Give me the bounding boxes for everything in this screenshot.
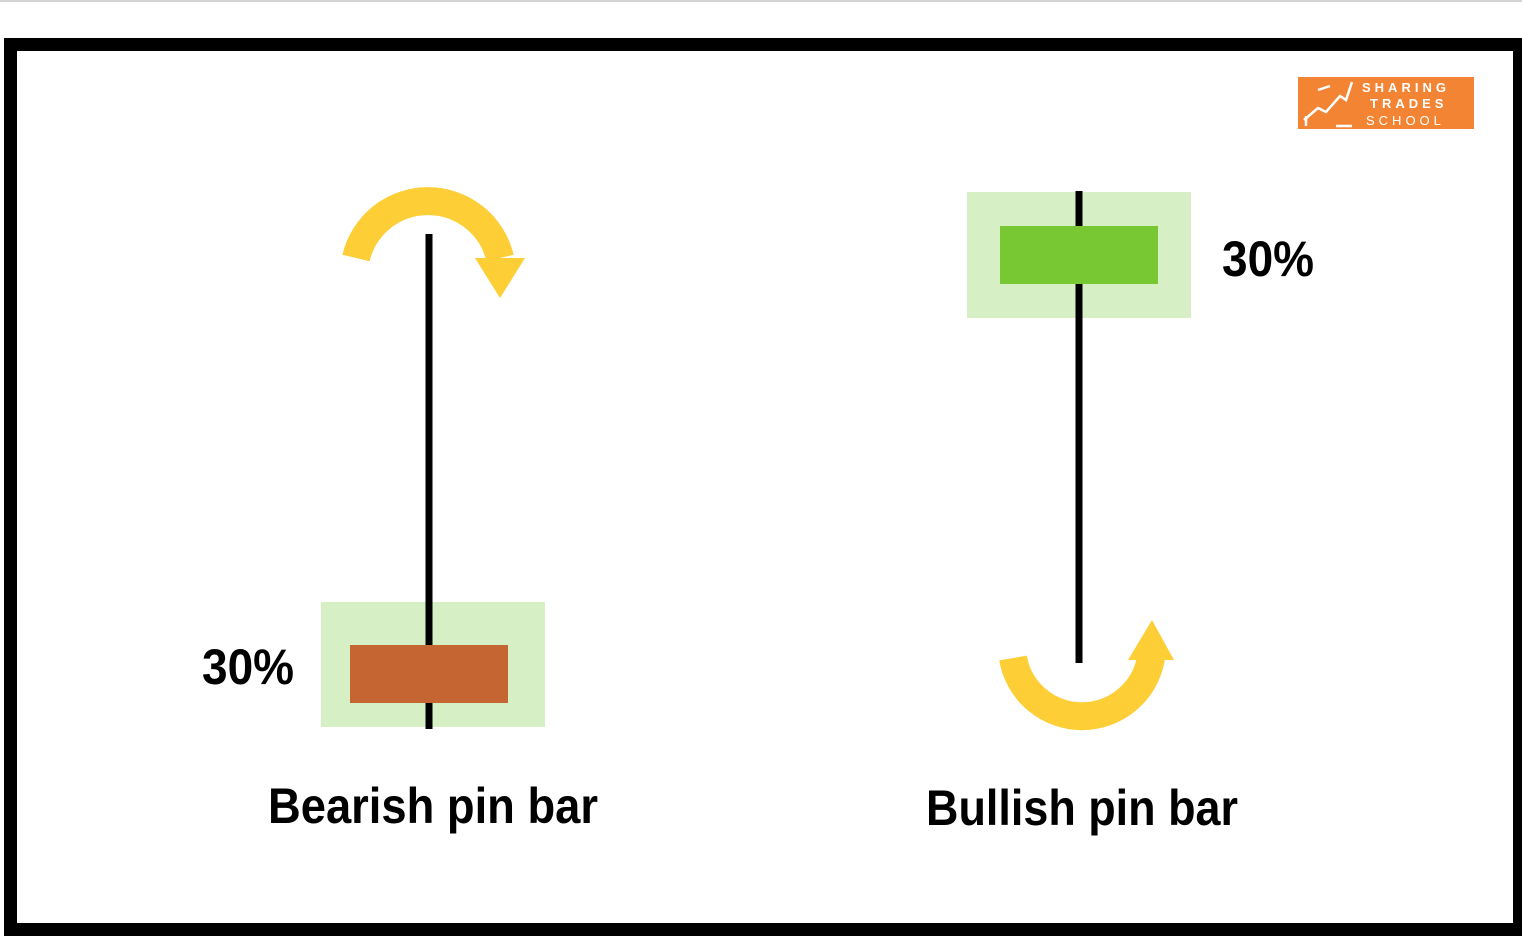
chart-line-icon xyxy=(1303,81,1354,128)
counterclockwise-curved-arrow-up-icon xyxy=(999,620,1174,731)
sharing-trades-school-logo: SHARING TRADES SCHOOL xyxy=(1298,77,1474,129)
bearish-pin-bar: 30% Bearish pin bar xyxy=(202,187,598,834)
bullish-candle-body xyxy=(1000,226,1158,284)
diagram-frame xyxy=(4,38,1522,936)
logo-line-1: SHARING xyxy=(1362,80,1450,95)
bullish-pin-bar-caption: Bullish pin bar xyxy=(926,780,1238,836)
bearish-percent-label: 30% xyxy=(202,639,294,695)
bullish-percent-label: 30% xyxy=(1222,231,1314,287)
logo-line-3: SCHOOL xyxy=(1366,113,1445,128)
clockwise-curved-arrow-down-icon xyxy=(342,187,525,298)
bearish-candle-body xyxy=(350,645,508,703)
bullish-pin-bar: 30% Bullish pin bar xyxy=(926,191,1314,836)
top-divider xyxy=(0,0,1522,2)
bearish-pin-bar-caption: Bearish pin bar xyxy=(268,778,598,834)
logo-line-2: TRADES xyxy=(1370,96,1447,111)
